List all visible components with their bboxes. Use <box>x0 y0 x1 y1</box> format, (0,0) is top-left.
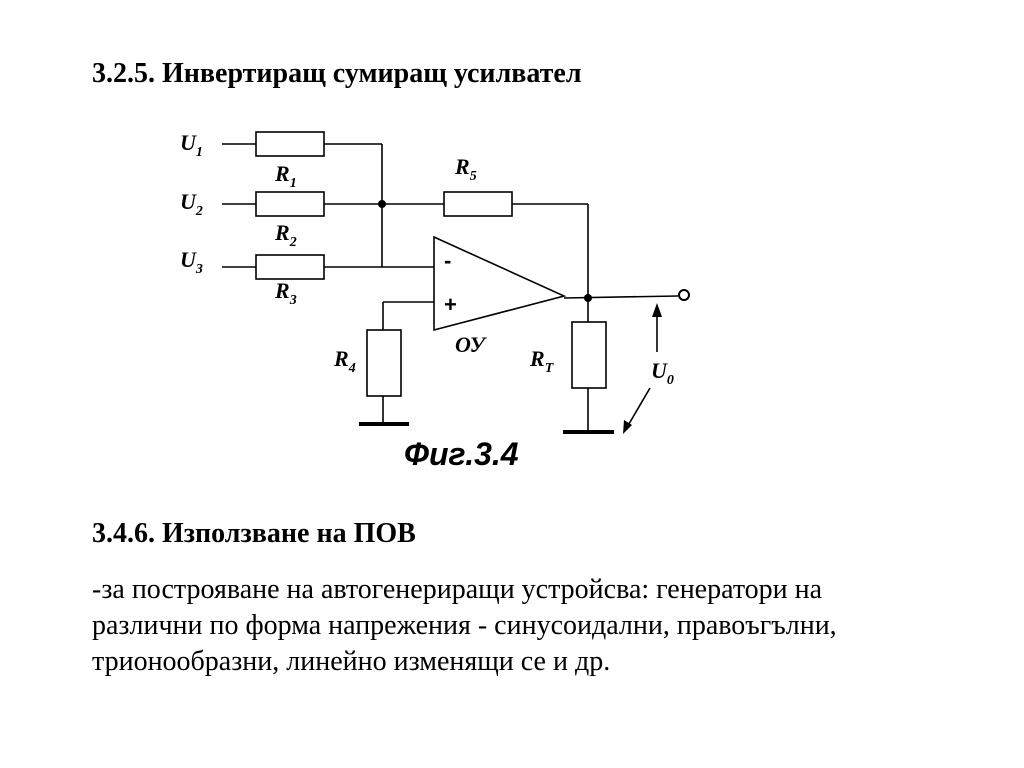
junction-dot-output <box>584 294 592 302</box>
label-r5: R5 <box>454 154 477 184</box>
resistor-r3 <box>255 254 325 280</box>
resistor-r1 <box>255 131 325 157</box>
arrow-head-up-icon <box>652 303 662 317</box>
label-opamp: ОУ <box>455 332 488 357</box>
paragraph-line: трионообразни, линейно изменящи се и др. <box>92 646 611 677</box>
resistor-r4 <box>366 329 402 397</box>
label-r2: R2 <box>274 220 297 250</box>
label-r1: R1 <box>274 161 297 191</box>
label-u1: U1 <box>180 130 203 160</box>
arrow-u0-diag <box>625 387 651 430</box>
label-u0: U0 <box>651 358 674 388</box>
junction-dot-bus <box>378 200 386 208</box>
label-u2: U2 <box>180 189 203 219</box>
opamp-plus-sign: + <box>444 292 457 317</box>
paragraph-line: различни по форма напрежения - синусоида… <box>92 610 837 641</box>
label-u3: U3 <box>180 247 203 277</box>
label-rt: RT <box>529 346 555 376</box>
arrow-head-diag-icon <box>623 420 632 434</box>
opamp-minus-sign: - <box>444 248 451 273</box>
output-terminal <box>678 289 690 301</box>
resistor-r2 <box>255 191 325 217</box>
opamp-triangle <box>433 235 567 332</box>
paragraph-line: -за построяване на автогенериращи устрой… <box>92 574 823 605</box>
figure-caption: Фиг.3.4 <box>404 436 519 472</box>
section-heading-pov-usage: 3.4.6. Използване на ПОВ <box>92 518 416 549</box>
resistor-r5 <box>443 191 513 217</box>
resistor-rt <box>571 321 607 389</box>
section-heading-summing-amplifier: 3.2.5. Инвертиращ сумиращ усилвател <box>92 58 582 89</box>
wire-output <box>563 295 679 299</box>
pov-usage-paragraph: -за построяване на автогенериращи устрой… <box>92 572 1012 680</box>
label-r3: R3 <box>274 278 297 308</box>
label-r4: R4 <box>333 346 356 376</box>
